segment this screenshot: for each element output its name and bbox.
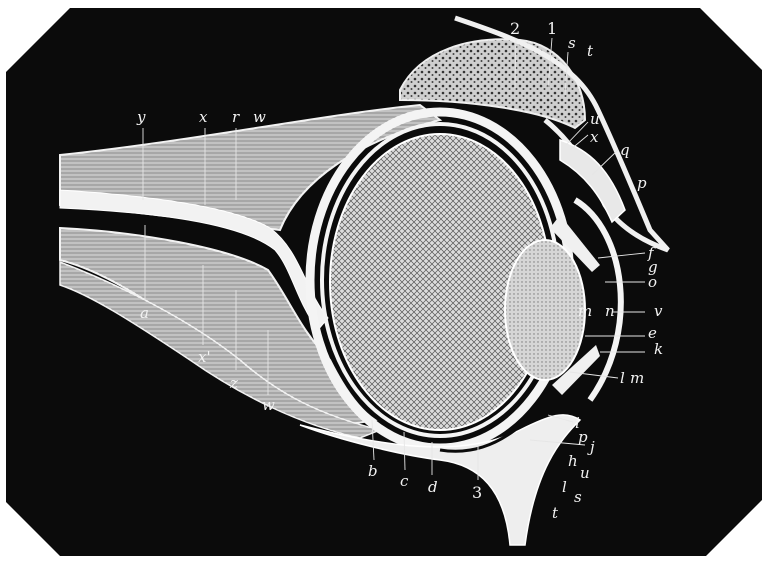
label-p: p xyxy=(637,174,647,192)
label-w-lower: w xyxy=(262,396,275,414)
label-k: k xyxy=(654,340,663,358)
label-2: 2 xyxy=(510,19,520,38)
lens xyxy=(505,240,585,380)
label-m-lower: m xyxy=(630,369,644,387)
label-c: c xyxy=(400,472,409,490)
label-y: y xyxy=(136,108,146,126)
label-u-lower: u xyxy=(580,464,590,482)
label-x-right: x xyxy=(590,128,599,146)
label-t: t xyxy=(587,42,594,60)
label-l-lower: l xyxy=(562,478,567,496)
label-z: z xyxy=(229,374,238,392)
label-r: r xyxy=(232,108,240,126)
label-p-lower: p xyxy=(578,428,588,446)
label-3: 3 xyxy=(472,483,482,502)
label-s-lower: s xyxy=(574,488,582,506)
label-l: l xyxy=(620,369,625,387)
label-u: u xyxy=(590,110,600,128)
label-n: n xyxy=(605,302,615,320)
label-s: s xyxy=(568,34,576,52)
label-q: q xyxy=(620,141,630,159)
label-m: m xyxy=(578,302,592,320)
label-x-prime: x' xyxy=(198,348,211,366)
label-d: d xyxy=(428,478,438,496)
label-t-lower: t xyxy=(552,504,559,522)
label-w: w xyxy=(253,108,266,126)
label-x: x xyxy=(199,108,208,126)
label-o: o xyxy=(648,273,657,291)
label-v: v xyxy=(654,302,663,320)
label-1: 1 xyxy=(547,19,557,38)
label-a: a xyxy=(140,304,149,322)
label-b: b xyxy=(368,462,378,480)
label-h: h xyxy=(568,452,578,470)
